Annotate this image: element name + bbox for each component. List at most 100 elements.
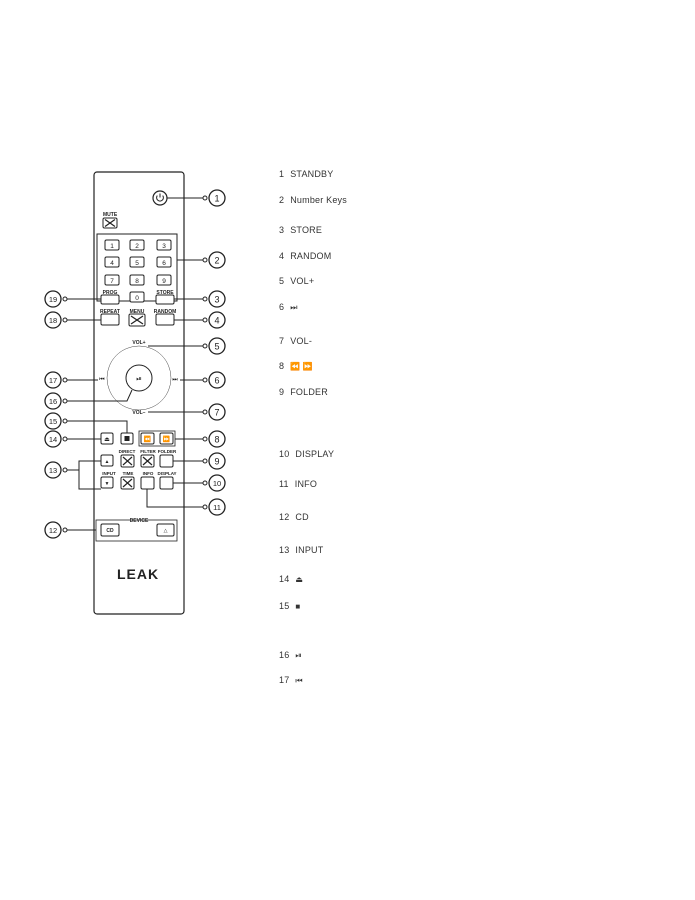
callout-13: 13 [44, 461, 62, 479]
amp-device-button[interactable]: △ [156, 523, 175, 537]
previous-icon[interactable]: ⏮ [99, 377, 105, 383]
svg-text:3: 3 [214, 295, 219, 305]
callout-10: 10 [208, 474, 226, 492]
direct-button[interactable] [120, 454, 135, 468]
menu-label: MENU [130, 309, 145, 315]
svg-text:16: 16 [49, 397, 57, 406]
repeat-button[interactable] [100, 313, 120, 326]
prog-button[interactable] [100, 294, 120, 305]
play-pause-button[interactable]: ⏯ [125, 364, 153, 392]
svg-text:1: 1 [110, 243, 114, 250]
mute-label: MUTE [103, 212, 118, 218]
svg-text:18: 18 [49, 316, 57, 325]
random-label: RANDOM [154, 309, 177, 315]
callout-12: 12 [44, 521, 62, 539]
callout-18: 18 [44, 311, 62, 329]
number-key-9[interactable]: 9 [156, 274, 172, 286]
svg-text:4: 4 [214, 316, 219, 326]
brand-logo: LEAK [117, 566, 159, 582]
callout-8: 8 [208, 430, 226, 448]
standby-button[interactable] [152, 190, 168, 206]
callout-5: 5 [208, 337, 226, 355]
number-key-6[interactable]: 6 [156, 256, 172, 268]
up-arrow-icon: ▲ [105, 459, 110, 465]
rewind-button[interactable]: ⏪ [140, 432, 155, 445]
svg-text:14: 14 [49, 435, 57, 444]
callout-dots [62, 195, 208, 533]
display-button[interactable] [159, 476, 174, 490]
store-label: STORE [156, 290, 174, 296]
svg-text:5: 5 [135, 260, 139, 267]
callout-9: 9 [208, 452, 226, 470]
legend-item-17: 17⏮ [279, 675, 303, 685]
number-key-2[interactable]: 2 [129, 239, 145, 251]
svg-text:5: 5 [214, 342, 219, 352]
callout-6: 6 [208, 371, 226, 389]
next-icon[interactable]: ⏭ [172, 377, 178, 383]
callout-4: 4 [208, 311, 226, 329]
menu-button[interactable] [128, 313, 146, 327]
legend-item-16: 16⏯ [279, 650, 303, 660]
number-key-0[interactable]: 0 [129, 291, 145, 303]
number-key-7[interactable]: 7 [104, 274, 120, 286]
input-down-button[interactable]: ▼ [100, 476, 114, 489]
callout-7: 7 [208, 403, 226, 421]
random-button[interactable] [155, 313, 175, 326]
input-label: INPUT [102, 471, 116, 476]
nav-ring [106, 345, 172, 411]
svg-text:11: 11 [213, 503, 221, 512]
folder-button[interactable] [159, 454, 174, 468]
svg-text:CD: CD [106, 528, 114, 534]
remote-body [93, 171, 185, 615]
prog-label: PROG [103, 290, 118, 296]
cd-device-button[interactable]: CD [100, 523, 120, 537]
input-up-button[interactable]: ▲ [100, 454, 114, 467]
callout-1: 1 [208, 189, 226, 207]
repeat-label: REPEAT [100, 309, 120, 315]
callout-15: 15 [44, 412, 62, 430]
number-key-5[interactable]: 5 [129, 256, 145, 268]
svg-text:9: 9 [214, 457, 219, 467]
folder-label: FOLDER [158, 449, 177, 454]
svg-text:6: 6 [162, 260, 166, 267]
svg-text:12: 12 [49, 526, 57, 535]
mute-button[interactable] [102, 217, 118, 229]
store-button[interactable] [155, 294, 175, 305]
svg-text:8: 8 [135, 278, 139, 285]
svg-text:7: 7 [214, 408, 219, 418]
svg-text:4: 4 [110, 260, 114, 267]
fast-forward-button[interactable]: ⏩ [159, 432, 174, 445]
number-key-8[interactable]: 8 [129, 274, 145, 286]
stop-button[interactable] [120, 432, 134, 445]
svg-text:8: 8 [214, 435, 219, 445]
callout-14: 14 [44, 430, 62, 448]
svg-text:2: 2 [214, 256, 219, 266]
svg-text:9: 9 [162, 278, 166, 285]
svg-text:3: 3 [162, 243, 166, 250]
callout-17: 17 [44, 371, 62, 389]
vol-up-label: VOL+ [132, 340, 145, 346]
legend-item-15: 15■ [279, 601, 301, 611]
eject-button[interactable]: ⏏ [100, 432, 114, 445]
info-button[interactable] [140, 476, 155, 490]
device-label: DEVICE [130, 518, 149, 524]
number-key-4[interactable]: 4 [104, 256, 120, 268]
rewind-icon: ⏪ [144, 435, 152, 443]
callout-2: 2 [208, 251, 226, 269]
filter-label: FILTER [140, 449, 156, 454]
legend-item-14: 14⏏ [279, 574, 304, 584]
number-key-1[interactable]: 1 [104, 239, 120, 251]
number-key-3[interactable]: 3 [156, 239, 172, 251]
svg-text:15: 15 [49, 417, 57, 426]
filter-button[interactable] [140, 454, 155, 468]
triangle-icon: △ [164, 528, 168, 534]
power-icon [156, 195, 164, 202]
time-button[interactable] [120, 476, 135, 490]
svg-text:1: 1 [214, 194, 219, 204]
